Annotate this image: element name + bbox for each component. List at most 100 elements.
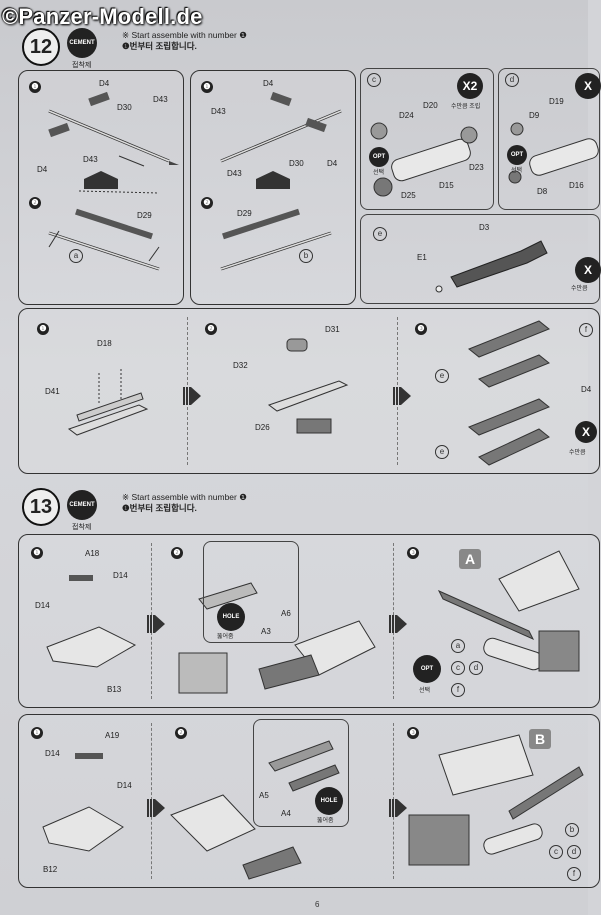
part-d4: D4 xyxy=(37,165,48,174)
part-d24: D24 xyxy=(399,111,414,120)
substep-1: ❶ xyxy=(31,727,43,739)
tag-b: b xyxy=(299,249,313,263)
variant-letter-b: B xyxy=(529,729,551,749)
part-d29: D29 xyxy=(137,211,152,220)
part-a18: A18 xyxy=(85,549,100,558)
part-a3: A3 xyxy=(261,627,271,636)
substep-3: ❸ xyxy=(407,727,419,739)
part-d15: D15 xyxy=(439,181,454,190)
missile-panel-a: ❶ D4 D30 D43 D4 D43 ❷ D29 a xyxy=(18,70,184,305)
cement-korean: 접착제 xyxy=(72,524,92,531)
tag-c: c xyxy=(549,845,563,859)
part-d30: D30 xyxy=(117,103,132,112)
part-d4: D4 xyxy=(327,159,338,168)
hole-korean: 뚫어줌 xyxy=(317,818,334,824)
page-number: 6 xyxy=(315,900,320,909)
note-mark: ※ xyxy=(122,30,130,40)
substep-1: ❶ xyxy=(31,547,43,559)
step-arrow-bars xyxy=(389,615,397,633)
substep-2: ❷ xyxy=(205,323,217,335)
part-d43: D43 xyxy=(153,95,168,104)
part-d19: D19 xyxy=(549,97,564,106)
part-d8: D8 xyxy=(537,187,548,196)
opt-korean: 선택 xyxy=(511,168,523,174)
step-arrow-bars xyxy=(147,799,155,817)
rack-panel: ❶ D18 D41 ❷ D31 D32 D26 ❸ e e f D4 X 수만큼 xyxy=(18,308,600,474)
part-d4: D4 xyxy=(99,79,110,88)
part-a4: A4 xyxy=(281,809,291,818)
part-d3: D3 xyxy=(479,223,490,232)
detail-inset xyxy=(203,541,299,643)
tag-c: c xyxy=(451,661,465,675)
hole-korean: 뚫어줌 xyxy=(217,634,234,640)
part-d23: D23 xyxy=(469,163,484,172)
substep-2: ❷ xyxy=(171,547,183,559)
step-arrow xyxy=(155,799,165,817)
note-korean: ❶번부터 조립합니다. xyxy=(122,503,197,513)
tag-b: b xyxy=(565,823,579,837)
part-b12: B12 xyxy=(43,865,58,874)
step-arrow-bars xyxy=(147,615,155,633)
part-d20: D20 xyxy=(423,101,438,110)
x-badge: X xyxy=(575,257,601,283)
detail-inset xyxy=(253,719,349,827)
tag-e: e xyxy=(435,445,449,459)
part-d43: D43 xyxy=(83,155,98,164)
missile-panel-b: ❶ D4 D43 D30 D4 D43 ❷ D29 b xyxy=(190,70,356,305)
tag-e: e xyxy=(373,227,387,241)
part-d14: D14 xyxy=(45,749,60,758)
opt-badge: OPT xyxy=(369,147,389,167)
note-english: Start assemble with number ❶ xyxy=(131,30,247,40)
missile-drawing-b xyxy=(220,91,342,271)
substep-3: ❸ xyxy=(407,547,419,559)
step-arrow xyxy=(397,615,407,633)
tag-c: c xyxy=(367,73,381,87)
tag-a: a xyxy=(451,639,465,653)
tag-f: f xyxy=(451,683,465,697)
step13a-drawing xyxy=(46,550,580,694)
step-arrow xyxy=(401,387,411,405)
part-d4: D4 xyxy=(581,385,592,394)
substep-1: ❶ xyxy=(29,81,41,93)
note-english: Start assemble with number ❶ xyxy=(131,492,247,502)
part-a5: A5 xyxy=(259,791,269,800)
tag-d: d xyxy=(469,661,483,675)
part-d16: D16 xyxy=(569,181,584,190)
substep-1: ❶ xyxy=(37,323,49,335)
x-badge: X xyxy=(575,73,601,99)
part-d29: D29 xyxy=(237,209,252,218)
step-arrow-bars xyxy=(393,387,401,405)
rocket-pod-drawing xyxy=(370,122,478,197)
variant-d-box: d X D19 D9 OPT 선택 D8 D16 xyxy=(498,68,601,210)
step-arrow xyxy=(397,799,407,817)
note-korean: ❶번부터 조립합니다. xyxy=(122,41,197,51)
tag-f: f xyxy=(567,867,581,881)
watermark-text: ©Panzer-Modell.de xyxy=(2,4,203,29)
part-d25: D25 xyxy=(401,191,416,200)
step-arrow-bars xyxy=(389,799,397,817)
x2-korean: 수만큼 조립 xyxy=(451,104,481,110)
part-d9: D9 xyxy=(529,111,540,120)
tag-f: f xyxy=(579,323,593,337)
step-arrow xyxy=(155,615,165,633)
x-korean: 수만큼 xyxy=(571,286,588,292)
rack-drawing xyxy=(67,320,550,466)
assembly-note: ※ Start assemble with number ❶ ❶번부터 조립합니… xyxy=(122,492,247,514)
step13-panel-b: ❶ A19 D14 D14 B12 ❷ A5 A4 HOLE 뚫어줌 ❸ B b… xyxy=(18,714,600,888)
part-d30: D30 xyxy=(289,159,304,168)
substep-3: ❸ xyxy=(415,323,427,335)
hole-badge: HOLE xyxy=(315,787,343,815)
substep-1: ❶ xyxy=(201,81,213,93)
part-d4: D4 xyxy=(263,79,274,88)
step-12-number: 12 xyxy=(22,28,60,66)
part-d14: D14 xyxy=(113,571,128,580)
part-d26: D26 xyxy=(255,423,270,432)
tag-d: d xyxy=(567,845,581,859)
part-d31: D31 xyxy=(325,325,340,334)
assembly-note: ※ Start assemble with number ❶ ❶번부터 조립합니… xyxy=(122,30,247,52)
step13-panel-a: ❶ A18 D14 D14 B13 ❷ HOLE 뚫어줌 A3 A6 ❸ A a… xyxy=(18,534,600,708)
rocket-pod-drawing-d xyxy=(508,122,599,184)
opt-korean: 선택 xyxy=(373,170,385,176)
variant-e-box: e E1 D3 X 수만큼 xyxy=(360,214,601,304)
